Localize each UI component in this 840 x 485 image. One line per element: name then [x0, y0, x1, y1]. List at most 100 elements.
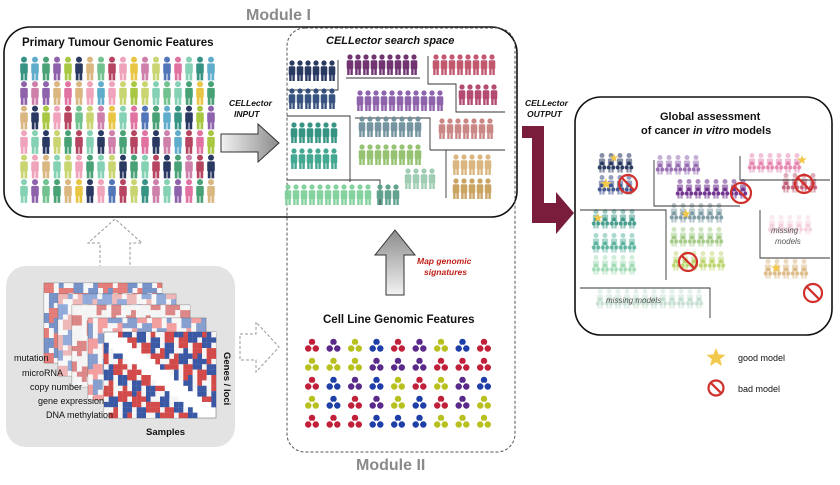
tumour-person-icon	[185, 81, 193, 105]
search-space-person-icon	[356, 90, 364, 111]
tumour-person-icon	[196, 105, 204, 130]
tumour-person-icon	[152, 154, 160, 179]
search-space-person-icon	[354, 54, 362, 75]
bad-model-forbidden-icon	[707, 379, 725, 397]
tumour-person-icon	[42, 56, 50, 81]
search-space-person-icon	[316, 184, 324, 205]
tumour-person-icon	[196, 81, 204, 105]
search-space-person-icon	[298, 148, 306, 169]
search-space-person-icon	[314, 148, 322, 169]
cell-line-icon	[304, 338, 320, 352]
tumour-person-icon	[185, 105, 193, 130]
tumour-person-icon	[119, 154, 127, 179]
search-space-person-icon	[466, 84, 474, 105]
tumour-person-icon	[130, 179, 138, 203]
module1-title: Module I	[246, 7, 311, 24]
search-space-person-icon	[322, 148, 330, 169]
layer-label-mutation: mutation	[14, 353, 49, 363]
search-space-person-icon	[308, 184, 316, 205]
tumour-person-icon	[53, 56, 61, 81]
search-space-person-icon	[468, 178, 476, 199]
search-space-person-icon	[428, 90, 436, 111]
tumour-person-icon	[108, 81, 116, 105]
tumour-person-icon	[97, 154, 105, 179]
search-space-person-icon	[476, 154, 484, 175]
tumour-person-icon	[108, 130, 116, 154]
cell-line-icon	[347, 414, 363, 428]
search-space-person-icon	[330, 148, 338, 169]
cell-line-icon	[347, 357, 363, 371]
cell-line-icon	[304, 414, 320, 428]
search-space-person-icon	[290, 148, 298, 169]
cell-line-icon	[390, 414, 406, 428]
assessment-clusters	[580, 152, 830, 318]
tumour-person-icon	[163, 130, 171, 154]
input-label-line1: CELLector	[229, 98, 273, 108]
tumour-person-icon	[64, 179, 72, 203]
tumour-person-icon	[20, 56, 28, 81]
search-space-person-icon	[452, 178, 460, 199]
tumour-person-icon	[31, 130, 39, 154]
cell-line-icon	[455, 357, 470, 371]
tumour-person-icon	[119, 56, 127, 81]
search-space-person-icon	[346, 54, 354, 75]
tumour-person-icon	[42, 179, 50, 203]
search-space-person-icon	[322, 122, 330, 143]
search-space-person-icon	[320, 88, 328, 109]
good-model-star-icon	[600, 178, 612, 189]
search-space-person-icon	[472, 54, 480, 75]
search-space-person-icon	[382, 144, 390, 165]
search-space-person-icon	[306, 148, 314, 169]
tumour-person-icon	[42, 154, 50, 179]
cell-line-icon	[326, 376, 341, 390]
module2-box	[286, 27, 516, 453]
search-space-person-icon	[366, 144, 374, 165]
search-space-person-icon	[458, 84, 466, 105]
tumour-person-icon	[141, 105, 149, 130]
search-space-person-icon	[480, 54, 488, 75]
tumour-person-icon	[86, 105, 94, 130]
search-space-person-icon	[328, 88, 336, 109]
tumour-person-icon	[53, 130, 61, 154]
tumour-person-icon	[75, 154, 83, 179]
search-space-person-icon	[474, 84, 482, 105]
tumour-person-icon	[31, 105, 39, 130]
search-space-person-icon	[454, 118, 462, 139]
search-space-person-icon	[484, 154, 492, 175]
search-space-person-icon	[470, 118, 478, 139]
tumour-person-icon	[42, 105, 50, 130]
tumour-person-icon	[130, 130, 138, 154]
tumour-person-icon	[53, 179, 61, 203]
good-model-star-icon	[681, 209, 691, 218]
search-space-person-icon	[398, 144, 406, 165]
search-space-person-icon	[382, 116, 390, 137]
cell-line-icon	[347, 338, 363, 352]
tumour-person-icon	[97, 179, 105, 203]
tumour-person-icon	[152, 81, 160, 105]
search-space-person-icon	[412, 90, 420, 111]
search-space-person-icon	[414, 116, 422, 137]
tumour-person-icon	[141, 154, 149, 179]
heatmap-y-label: Genes / loci	[221, 352, 232, 405]
tumour-person-icon	[97, 105, 105, 130]
cell-line-icon	[433, 414, 449, 428]
search-space-person-icon	[320, 60, 328, 81]
search-space-person-icon	[384, 184, 392, 205]
cell-line-icon	[369, 414, 384, 428]
tumour-person-icon	[185, 154, 193, 179]
bad-model-forbidden-icon	[677, 251, 699, 273]
cell-line-icon	[455, 395, 470, 409]
assessment-separator	[580, 209, 667, 280]
cell-line-icon	[412, 357, 427, 371]
search-space-person-icon	[328, 60, 336, 81]
tumour-person-icon	[152, 179, 160, 203]
tumour-person-icon	[196, 56, 204, 81]
tumour-person-icon	[119, 81, 127, 105]
tumour-person-icon	[141, 81, 149, 105]
cell-line-icon	[433, 357, 449, 371]
search-space-person-icon	[298, 122, 306, 143]
search-space-person-icon	[478, 118, 486, 139]
search-space-person-icon	[436, 90, 444, 111]
output-label-line2: OUTPUT	[527, 109, 563, 119]
tumour-person-icon	[20, 81, 28, 105]
